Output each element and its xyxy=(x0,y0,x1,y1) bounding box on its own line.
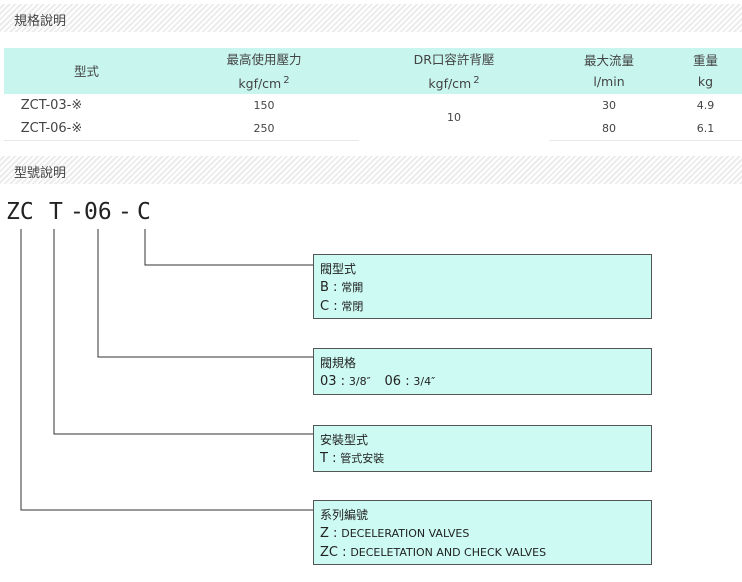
table-row: ZCT-06-※ 250 80 6.1 xyxy=(4,117,742,141)
header-model-label: 型式 xyxy=(73,63,99,79)
series-option: ZC : DECELETATION AND CHECK VALVES xyxy=(320,543,645,562)
header-max-flow: 最大流量 l/min xyxy=(549,48,669,94)
cell-max-flow: 30 xyxy=(602,99,616,112)
header-max-pressure-exp: 2 xyxy=(283,74,290,86)
spec-section-header: 規格說明 xyxy=(0,4,742,32)
code-size: 06 xyxy=(84,199,112,225)
mounting-box: 安裝型式 T : 管式安裝 xyxy=(313,425,652,472)
connector-series xyxy=(20,229,313,511)
header-max-pressure-label: 最高使用壓力 xyxy=(226,51,302,67)
valve-type-option: C : 常閉 xyxy=(320,297,645,316)
header-model: 型式 xyxy=(4,48,169,94)
cell-weight: 4.9 xyxy=(696,99,715,112)
header-max-flow-unit: l/min xyxy=(593,74,625,89)
code-valve-type: C xyxy=(137,199,151,225)
option-key: 06 : xyxy=(384,374,410,389)
option-key: Z : xyxy=(320,526,338,541)
option-key: T : xyxy=(320,451,337,466)
mounting-title: 安裝型式 xyxy=(320,433,369,447)
header-dr-pressure-exp: 2 xyxy=(473,74,480,86)
mounting-option: T : 管式安裝 xyxy=(320,449,645,468)
table-row: ZCT-03-※ 150 10 30 4.9 xyxy=(4,94,742,124)
connector-valve-type xyxy=(144,229,313,266)
valve-size-title: 閥規格 xyxy=(320,356,357,370)
option-value: 常開 xyxy=(341,281,364,294)
cell-weight: 6.1 xyxy=(669,117,742,141)
valve-type-option: B : 常開 xyxy=(320,278,645,297)
cell-model: ZCT-03-※ xyxy=(20,98,83,113)
option-value: 常閉 xyxy=(341,300,364,313)
valve-size-box: 閥規格 03 : 3/8″ 06 : 3/4″ xyxy=(313,348,652,395)
series-title: 系列編號 xyxy=(320,508,369,522)
cell-max-pressure: 250 xyxy=(169,117,359,141)
header-weight-unit: kg xyxy=(697,74,714,89)
option-key: C : xyxy=(320,299,338,314)
option-value: DECELETATION AND CHECK VALVES xyxy=(350,546,547,559)
option-value: 管式安裝 xyxy=(340,452,385,465)
cell-max-pressure: 150 xyxy=(253,99,275,112)
option-value: 3/4″ xyxy=(413,375,436,388)
option-key: 03 : xyxy=(320,374,346,389)
header-weight-label: 重量 xyxy=(692,53,718,68)
option-key: B : xyxy=(320,280,338,295)
code-section-title: 型號說明 xyxy=(14,166,67,181)
series-option: Z : DECELERATION VALVES xyxy=(320,524,645,543)
code-series: ZC xyxy=(6,199,34,225)
valve-size-options: 03 : 3/8″ 06 : 3/4″ xyxy=(320,372,645,391)
cell-max-flow: 80 xyxy=(549,117,669,141)
header-max-flow-label: 最大流量 xyxy=(583,53,634,68)
code-dash: - xyxy=(118,199,132,225)
code-dash: - xyxy=(70,199,84,225)
header-dr-pressure-label: DR口容許背壓 xyxy=(413,51,495,67)
cell-dr-pressure: 10 xyxy=(447,110,461,124)
valve-type-title: 閥型式 xyxy=(320,262,357,276)
code-mounting: T xyxy=(49,199,63,225)
spec-section-title: 規格說明 xyxy=(14,14,67,29)
cell-model: ZCT-06-※ xyxy=(4,117,169,141)
code-section-header: 型號說明 xyxy=(0,156,742,184)
series-box: 系列編號 Z : DECELERATION VALVES ZC : DECELE… xyxy=(313,500,652,565)
connector-mounting xyxy=(53,229,313,435)
option-value: 3/8″ xyxy=(348,375,371,388)
valve-type-box: 閥型式 B : 常開 C : 常閉 xyxy=(313,254,652,319)
header-dr-pressure-unit: kgf/cm xyxy=(428,75,472,91)
option-key: ZC : xyxy=(320,545,347,560)
header-max-pressure-unit: kgf/cm xyxy=(238,75,282,91)
option-value: DECELERATION VALVES xyxy=(341,527,470,540)
header-weight: 重量 kg xyxy=(669,48,742,94)
connector-valve-size xyxy=(97,229,313,358)
